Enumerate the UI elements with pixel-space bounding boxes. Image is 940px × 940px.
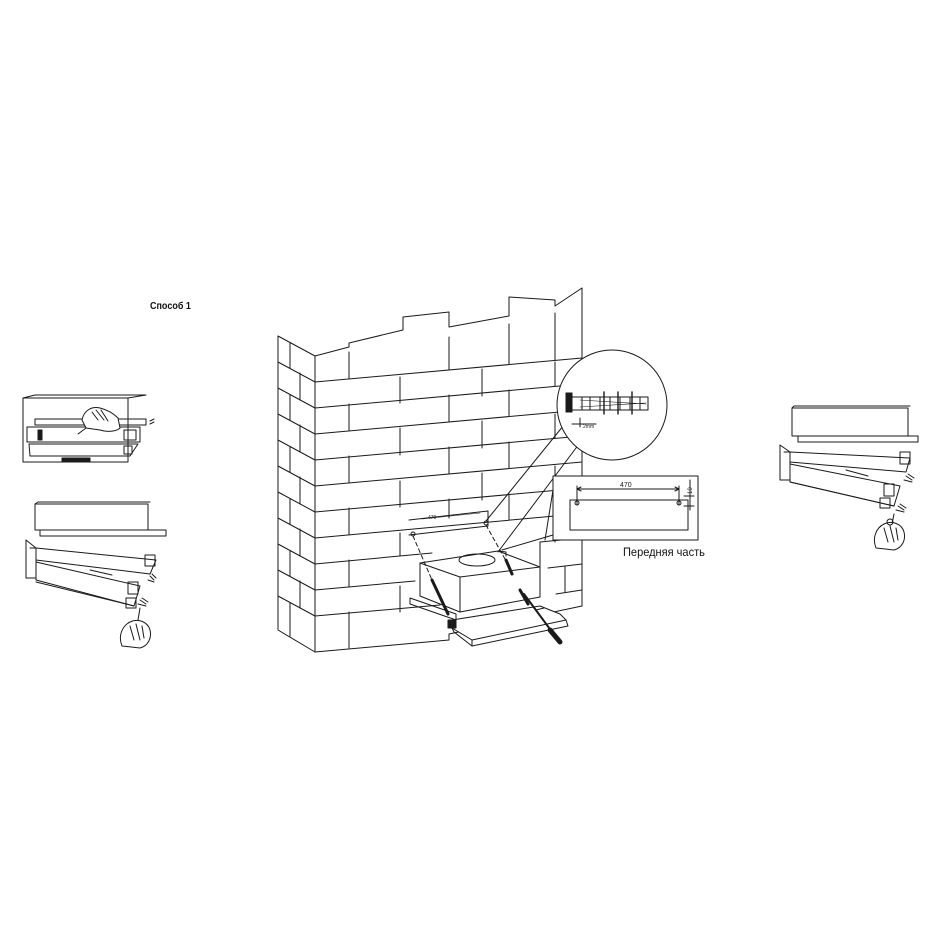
template-dimension-detail-icon: 470 10 [552,475,699,541]
method-label: Способ 1 [150,301,191,312]
hood-step-remove-panel-right-icon [779,405,919,551]
brick-wall-icon [277,287,583,653]
callout-line [485,419,569,522]
hand-icon [77,407,121,435]
dowel-detail-icon: 2mm [556,349,668,461]
callout-line [544,489,554,541]
screw-icon [137,573,157,607]
callout-line [497,439,583,553]
range-hood-icon [409,550,569,647]
hood-step-push-icon [22,394,155,463]
height-dimension-label: 10 [688,487,694,494]
hood-step-remove-panel-icon [25,501,167,649]
callout-line [501,534,554,551]
screw-icon [412,524,563,645]
screw-icon [895,473,915,513]
gap-dimension-label: 2mm [583,424,594,430]
width-dimension-label: 470 [620,482,632,489]
front-part-label: Передняя часть [623,545,705,559]
hand-icon [873,513,905,551]
hand-icon [119,607,151,649]
